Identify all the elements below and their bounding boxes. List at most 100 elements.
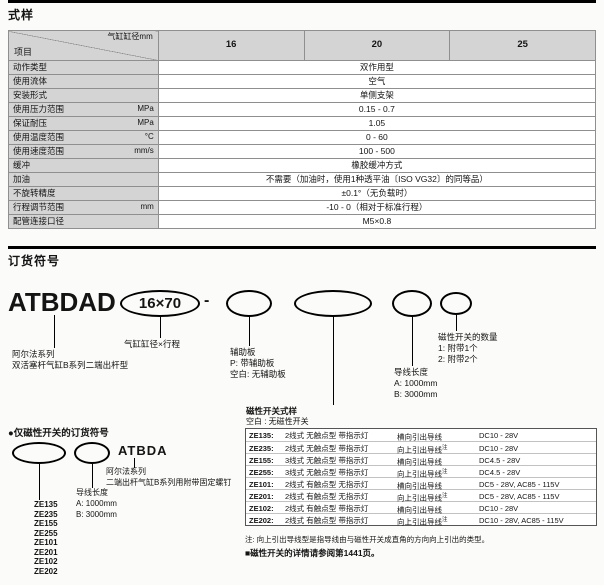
switch-code: ZE255: <box>249 468 274 478</box>
lead-opt1: A: 1000mm <box>394 378 438 388</box>
model-code: ATBDAD <box>8 287 116 317</box>
page-footnote: ■磁性开关的详情请参阅第1441页。 <box>245 548 380 558</box>
switch-spec-title: 磁性开关式样 <box>246 406 298 416</box>
bore-header-20: 20 <box>303 30 451 61</box>
spec-label: 动作类型 <box>13 61 48 72</box>
list-item: ZE255 <box>34 528 58 538</box>
connector-line <box>249 317 250 346</box>
bore-stroke-label: 气缸缸径×行程 <box>124 339 180 349</box>
spec-label-cell: 不旋转精度 <box>8 186 159 201</box>
table-row: 缓冲橡胶缓冲方式 <box>8 158 597 173</box>
spec-label: 不旋转精度 <box>13 187 56 198</box>
switch-desc: 2线式 无触点型 带指示灯 <box>285 444 369 454</box>
spec-label: 行程调节范围 <box>13 201 65 212</box>
list-item: ZE201 <box>34 547 58 557</box>
spec-label: 加油 <box>13 173 31 184</box>
spec-value: 0 - 60 <box>157 130 597 145</box>
switch-desc: 2线式 有触点型 带指示灯 <box>285 504 369 514</box>
switch-only-model: ATBDA <box>118 443 168 458</box>
switch-note: 注: 向上引出导线型是指导线由与磁性开关成直角的方向向上引出的类型。 <box>245 535 490 544</box>
switch-direction: 向上引出导线注 <box>397 469 448 479</box>
section-divider <box>8 246 596 249</box>
spec-value: 100 - 500 <box>157 144 597 159</box>
spec-label: 配管连接口径 <box>13 215 65 226</box>
switch-voltage: DC5 - 28V, AC85 - 115V <box>479 492 560 502</box>
connector-line <box>92 464 93 488</box>
switch-model-oval <box>12 442 66 464</box>
list-item: ZE135 <box>34 500 58 509</box>
spec-table: 气缸缸径mm 项目 16 20 25 动作类型双作用型 使用流体空气 安装形式单… <box>8 30 597 229</box>
spec-label-cell: 安装形式 <box>8 88 159 103</box>
switch-direction: 横向引出导线 <box>397 432 442 442</box>
spec-label: 使用速度范围 <box>13 145 65 156</box>
switch-code: ZE101: <box>249 480 274 490</box>
table-header-row: 气缸缸径mm 项目 16 20 25 <box>8 30 596 61</box>
spec-unit: MPa <box>137 118 154 128</box>
lead-length-oval <box>392 290 432 317</box>
switch-only-series-label: 阿尔法系列 二端出杆气缸B系列用附带固定螺钉 <box>106 467 231 488</box>
switch-desc: 3线式 无触点型 带指示灯 <box>285 456 369 466</box>
switch-code: ZE202: <box>249 516 274 526</box>
section-divider <box>8 0 596 3</box>
switch-desc: 3线式 无触点型 带指示灯 <box>285 468 369 478</box>
bore-header-16: 16 <box>157 30 305 61</box>
spec-label-cell: 配管连接口径 <box>8 214 159 229</box>
switch-code: ZE155: <box>249 456 274 466</box>
spec-unit: MPa <box>137 104 154 114</box>
switch-direction: 横向引出导线 <box>397 457 442 467</box>
switch-code: ZE201: <box>249 492 274 502</box>
switch-code: ZE102: <box>249 504 274 514</box>
corner-cell: 气缸缸径mm 项目 <box>8 30 159 61</box>
list-item: ZE202 <box>34 566 58 576</box>
spec-value: M5×0.8 <box>157 214 597 229</box>
switch-direction: 向上引出导线注 <box>397 445 448 455</box>
spec-label: 保证耐压 <box>13 117 48 128</box>
switch-qty-oval <box>440 292 472 315</box>
spec-label-cell: 动作类型 <box>8 60 159 75</box>
switch-desc: 2线式 无触点型 带指示灯 <box>285 431 369 441</box>
spec-unit: mm/s <box>134 146 154 156</box>
spec-label: 安装形式 <box>13 89 48 100</box>
aux-opt2: 空白: 无辅助板 <box>230 369 286 379</box>
aux-plate-oval <box>226 290 272 317</box>
series-line2: 二端出杆气缸B系列用附带固定螺钉 <box>106 477 232 487</box>
series-line2: 双活塞杆气缸B系列二端出杆型 <box>12 360 129 370</box>
spec-label-cell: 使用流体 <box>8 74 159 89</box>
table-row: 不旋转精度±0.1°（无负载时） <box>8 186 597 201</box>
table-row: 加油不需要（加油时，使用1种透平油〔ISO VG32〕的同等品） <box>8 172 597 187</box>
lead-opt2: B: 3000mm <box>76 510 117 519</box>
spec-value: 1.05 <box>157 116 597 131</box>
spec-label-cell: 保证耐压 MPa <box>8 116 159 131</box>
bore-header-25: 25 <box>449 30 596 61</box>
lead-opt2: B: 3000mm <box>394 389 438 399</box>
list-item: ZE102 <box>34 557 58 566</box>
aux-title: 辅助板 <box>230 347 256 357</box>
qty-title: 磁性开关的数量 <box>438 332 498 342</box>
table-row: 使用流体空气 <box>8 74 597 89</box>
switch-code-list: ZE135 ZE235 ZE155 ZE255 ZE101 ZE201 ZE10… <box>34 500 58 576</box>
lead-title: 导线长度 <box>76 488 108 497</box>
switch-direction: 向上引出导线注 <box>397 517 448 527</box>
switch-only-title: ●仅磁性开关的订货符号 <box>8 428 109 439</box>
spec-value: -10 - 0（相对于标准行程） <box>157 200 597 215</box>
series-label: 阿尔法系列 双活塞杆气缸B系列二端出杆型 <box>12 349 128 371</box>
switch-direction: 向上引出导线注 <box>397 493 448 503</box>
switch-voltage: DC10 - 28V <box>479 444 519 454</box>
connector-line <box>39 464 40 500</box>
aux-opt1: P: 带辅助板 <box>230 358 275 368</box>
aux-plate-label: 辅助板 P: 带辅助板 空白: 无辅助板 <box>230 347 286 380</box>
connector-line <box>160 317 161 338</box>
qty-opt1: 1: 附带1个 <box>438 343 478 353</box>
